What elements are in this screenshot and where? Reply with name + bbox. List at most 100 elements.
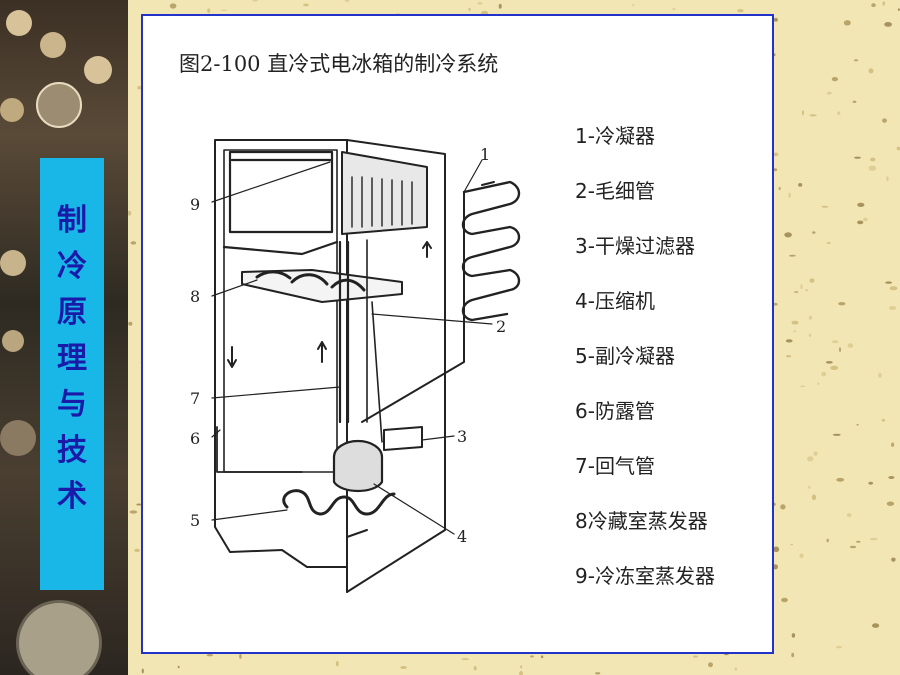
speckle bbox=[805, 289, 808, 292]
speckle bbox=[878, 372, 882, 378]
speckle bbox=[520, 665, 523, 669]
sidebar-title: 制 冷 原 理 与 技 术 bbox=[40, 158, 104, 590]
legend-item: 7-回气管 bbox=[575, 454, 655, 478]
speckle bbox=[889, 286, 898, 291]
speckle bbox=[809, 114, 817, 117]
speckle bbox=[863, 217, 868, 222]
sidebar-title-char: 冷 bbox=[57, 249, 87, 284]
speckle bbox=[896, 146, 900, 151]
speckle bbox=[134, 548, 141, 553]
speckle bbox=[897, 8, 900, 11]
speckle bbox=[791, 652, 795, 658]
speckle bbox=[831, 77, 839, 82]
speckle bbox=[737, 9, 744, 13]
speckle bbox=[852, 100, 857, 104]
condenser-coil bbox=[461, 180, 521, 322]
speckle bbox=[177, 665, 180, 669]
capillary-tube bbox=[366, 239, 383, 443]
legend-item: 9-冷冻室蒸发器 bbox=[575, 564, 715, 588]
speckle bbox=[856, 540, 861, 543]
flow-arrow bbox=[422, 241, 432, 258]
speckle bbox=[800, 385, 806, 388]
speckle bbox=[632, 3, 635, 7]
anti-dew-pipe bbox=[216, 426, 303, 473]
speckle bbox=[857, 202, 865, 207]
speckle bbox=[239, 653, 242, 659]
speckle bbox=[812, 231, 816, 234]
speckle bbox=[788, 192, 791, 198]
callout-label: 8 bbox=[190, 287, 200, 306]
speckle bbox=[809, 278, 815, 283]
figure-panel: 1 2 3 4 5 6 7 8 9 图2-100 直冷式电冰箱的制冷系统 1-冷… bbox=[141, 14, 774, 654]
speckle bbox=[849, 545, 857, 549]
speckle bbox=[461, 658, 470, 660]
speckle bbox=[798, 183, 803, 187]
speckle bbox=[800, 284, 803, 290]
speckle bbox=[473, 666, 477, 671]
speckle bbox=[799, 553, 804, 559]
speckle bbox=[773, 302, 778, 306]
sidebar-title-char: 术 bbox=[57, 479, 87, 514]
speckle bbox=[791, 320, 799, 325]
speckle bbox=[785, 339, 793, 343]
speckle bbox=[838, 302, 846, 306]
speckle bbox=[886, 176, 889, 182]
speckle bbox=[530, 655, 534, 658]
speckle bbox=[886, 501, 895, 506]
speckle bbox=[891, 557, 896, 562]
speckle bbox=[303, 3, 309, 7]
speckle bbox=[708, 662, 713, 668]
speckle bbox=[872, 623, 880, 628]
speckle bbox=[693, 655, 698, 658]
callout-label: 4 bbox=[457, 527, 467, 546]
legend-item: 6-防露管 bbox=[575, 399, 655, 423]
speckle bbox=[826, 242, 831, 244]
speckle bbox=[882, 1, 886, 6]
callout-leader bbox=[373, 483, 455, 535]
speckle bbox=[773, 152, 779, 157]
speckle bbox=[784, 232, 792, 238]
speckle bbox=[868, 481, 873, 485]
speckle bbox=[136, 503, 142, 506]
speckle bbox=[817, 382, 820, 385]
speckle bbox=[794, 291, 799, 293]
callout-label: 5 bbox=[190, 511, 200, 530]
speckle bbox=[786, 355, 792, 358]
sub-condenser bbox=[282, 489, 396, 516]
speckle bbox=[868, 165, 877, 171]
speckle bbox=[831, 340, 839, 344]
speckle bbox=[882, 118, 887, 123]
speckle bbox=[881, 419, 886, 422]
speckle bbox=[595, 672, 601, 675]
speckle bbox=[870, 157, 876, 162]
flow-arrow bbox=[346, 529, 368, 538]
speckle bbox=[477, 1, 483, 5]
dryer-filter bbox=[383, 426, 423, 451]
return-pipe bbox=[338, 240, 350, 424]
callout-label: 9 bbox=[190, 195, 200, 214]
speckle bbox=[856, 423, 859, 426]
speckle bbox=[169, 3, 177, 9]
callout-leader bbox=[211, 279, 258, 297]
speckle bbox=[808, 315, 813, 320]
flow-arrow bbox=[481, 181, 495, 186]
speckle bbox=[846, 513, 852, 517]
callout-leader bbox=[211, 161, 331, 203]
speckle bbox=[854, 156, 861, 159]
legend-item: 2-毛细管 bbox=[575, 179, 655, 203]
speckle bbox=[335, 661, 339, 667]
speckle bbox=[821, 205, 829, 208]
speckle bbox=[773, 564, 778, 570]
speckle bbox=[871, 3, 876, 8]
component-legend: 1-冷凝器 2-毛细管 3-干燥过滤器 4-压缩机 5-副冷凝器 6-防露管 7… bbox=[575, 124, 715, 619]
flow-arrow bbox=[317, 341, 327, 363]
speckle bbox=[400, 666, 407, 669]
speckle bbox=[141, 668, 144, 674]
freezer-evaporator-back bbox=[341, 151, 428, 235]
callout-leader bbox=[211, 429, 221, 438]
refrigerator-evaporator bbox=[241, 269, 403, 303]
speckle bbox=[807, 456, 814, 462]
legend-item: 5-副冷凝器 bbox=[575, 344, 675, 368]
callout-leader bbox=[421, 435, 455, 441]
speckle bbox=[498, 3, 502, 9]
